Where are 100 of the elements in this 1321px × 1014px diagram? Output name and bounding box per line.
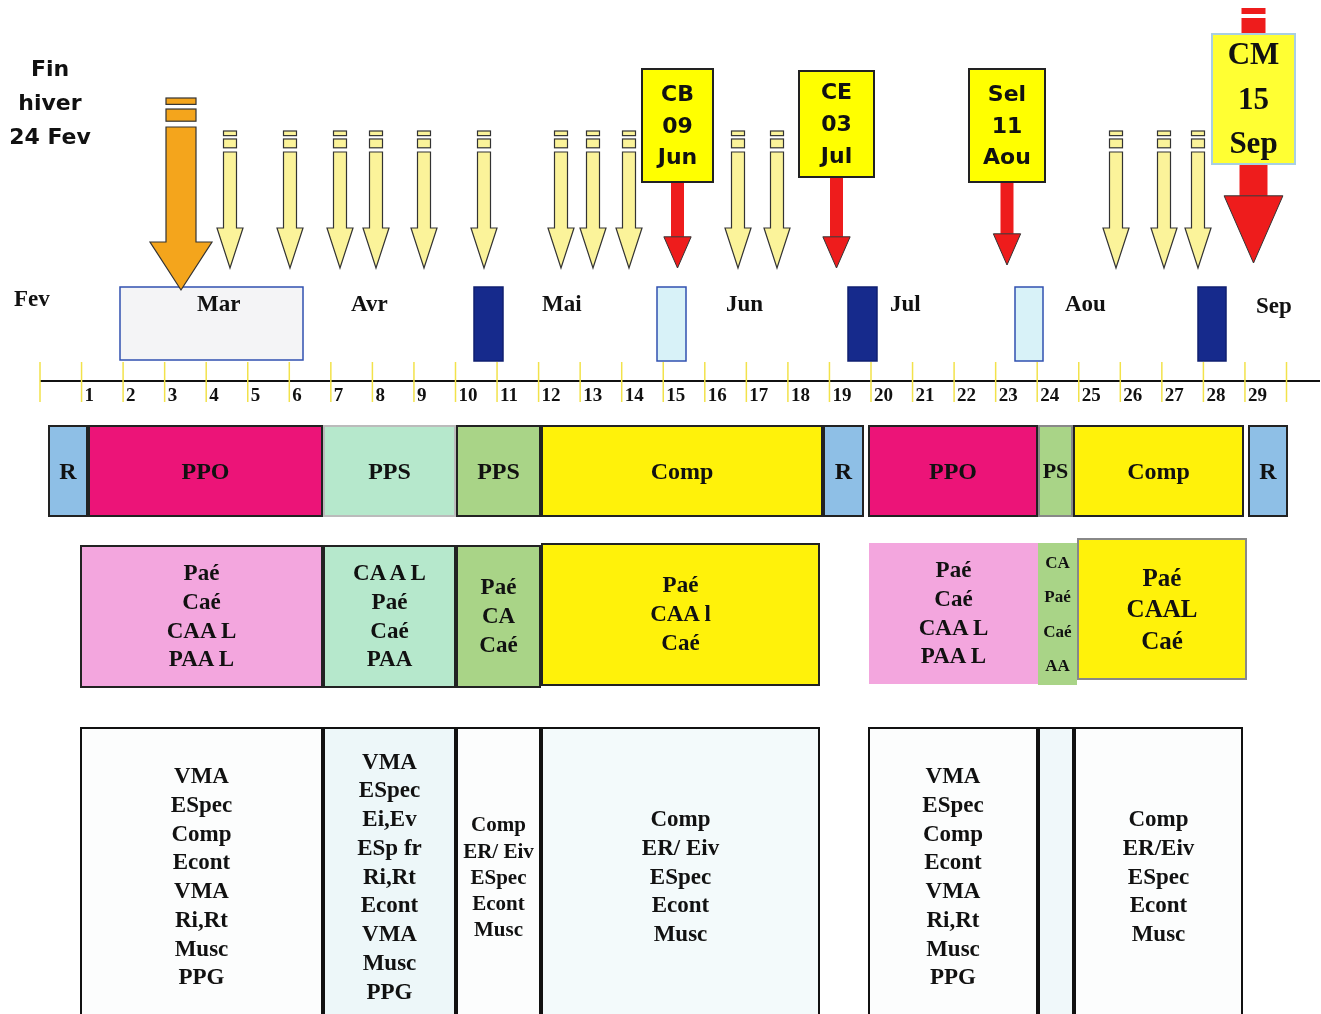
item-label: CAA l bbox=[650, 600, 711, 629]
week-number: 14 bbox=[624, 384, 644, 406]
item-label: VMA bbox=[925, 877, 981, 905]
item-label: Econt bbox=[172, 848, 231, 877]
phase-label: PPO bbox=[929, 457, 977, 486]
content-box bbox=[1077, 538, 1247, 680]
item-label: Caé bbox=[934, 584, 973, 613]
item-label: ESpec bbox=[1127, 862, 1190, 891]
week-number: 29 bbox=[1247, 384, 1267, 406]
week-number: 4 bbox=[209, 384, 219, 406]
event-box bbox=[798, 70, 875, 178]
item-label: CA bbox=[1045, 551, 1070, 573]
week-number: 9 bbox=[416, 384, 427, 406]
phase-bar bbox=[541, 425, 823, 517]
item-label: AA bbox=[1045, 655, 1070, 677]
item-label: Ei,Ev bbox=[362, 805, 417, 834]
item-label: Comp bbox=[1128, 805, 1189, 834]
item-label: Musc bbox=[653, 920, 708, 949]
item-label: PAA L bbox=[920, 642, 987, 671]
item-label: ER/Eiv bbox=[1122, 833, 1195, 862]
item-label: Econt bbox=[1129, 891, 1188, 920]
item-label: ESpec bbox=[922, 790, 984, 819]
event-label: CM 15 Sep bbox=[1226, 34, 1281, 163]
item-label: Ri,Rt bbox=[363, 862, 416, 891]
week-number: 15 bbox=[666, 384, 686, 406]
week-number: 22 bbox=[957, 384, 977, 406]
arrow bbox=[822, 178, 851, 269]
phase-bar bbox=[1038, 425, 1073, 517]
month-label: Aou bbox=[1065, 291, 1106, 317]
item-label: VMA bbox=[174, 762, 229, 790]
week-number: 26 bbox=[1123, 384, 1143, 406]
phase-label: R bbox=[1259, 457, 1277, 486]
week-number: 28 bbox=[1206, 384, 1226, 406]
item-label: PPG bbox=[178, 963, 225, 992]
item-label: Caé bbox=[1043, 620, 1072, 642]
item-label: Caé bbox=[661, 628, 700, 657]
week-number: 16 bbox=[707, 384, 727, 406]
item-label: Econt bbox=[651, 891, 710, 920]
phase-label: PPS bbox=[368, 457, 411, 486]
month-label: Fev bbox=[14, 286, 50, 312]
event-label: CE 03 Jul bbox=[818, 78, 854, 170]
item-label: CA bbox=[481, 602, 516, 631]
phase-bar bbox=[88, 425, 323, 517]
empty-cell bbox=[1038, 727, 1074, 1014]
arrow bbox=[663, 183, 692, 269]
item-label: Caé bbox=[182, 587, 221, 616]
item-label: Comp bbox=[650, 805, 711, 834]
phase-bar bbox=[48, 425, 88, 517]
week-number: 12 bbox=[541, 384, 561, 406]
item-label: ESp fr bbox=[357, 833, 422, 862]
week-number: 10 bbox=[458, 384, 478, 406]
event-label: CB 09 Jun bbox=[655, 79, 699, 172]
arrow bbox=[1223, 165, 1284, 264]
item-label: Musc bbox=[362, 948, 417, 977]
item-label: PAA bbox=[366, 645, 413, 674]
item-label: ER/ Eiv bbox=[641, 833, 720, 862]
item-label: Econt bbox=[472, 890, 525, 917]
item-label: Ri,Rt bbox=[175, 905, 228, 934]
item-label: Econt bbox=[924, 848, 982, 877]
item-label: Caé bbox=[1141, 625, 1183, 656]
phase-label: PPS bbox=[477, 457, 520, 486]
week-number: 11 bbox=[500, 384, 518, 406]
item-label: Comp bbox=[171, 819, 232, 848]
item-label: Caé bbox=[479, 630, 518, 659]
exercise-cell bbox=[1074, 727, 1243, 1014]
item-label: ESpec bbox=[649, 862, 712, 891]
week-number: 24 bbox=[1040, 384, 1060, 406]
week-number: 18 bbox=[790, 384, 810, 406]
week-number: 6 bbox=[292, 384, 302, 406]
event-box bbox=[968, 68, 1046, 183]
exercise-cell bbox=[456, 727, 541, 1014]
exercise-cell bbox=[80, 727, 323, 1014]
week-number: 21 bbox=[915, 384, 935, 406]
phase-bar bbox=[323, 425, 456, 517]
content-box bbox=[456, 545, 541, 688]
week-number: 7 bbox=[333, 384, 344, 406]
item-label: ESpec bbox=[470, 863, 527, 891]
item-label: CAAL bbox=[1126, 594, 1198, 625]
item-label: Paé bbox=[935, 556, 972, 584]
content-box bbox=[541, 543, 820, 686]
phase-bar bbox=[823, 425, 864, 517]
phase-label: Comp bbox=[1127, 457, 1190, 486]
phase-bar bbox=[1073, 425, 1244, 517]
phase-label: PS bbox=[1042, 457, 1069, 485]
month-label: Avr bbox=[351, 291, 388, 317]
item-label: CAA L bbox=[918, 613, 989, 642]
item-label: Comp bbox=[922, 819, 984, 848]
week-number: 17 bbox=[749, 384, 769, 406]
month-label: Jun bbox=[726, 291, 764, 317]
month-label: Mai bbox=[542, 291, 582, 317]
exercise-cell bbox=[323, 727, 456, 1014]
item-label: VMA bbox=[362, 747, 417, 776]
item-label: Comp bbox=[471, 811, 526, 838]
note-text: Fin hiver 24 Fev bbox=[8, 55, 92, 152]
month-label: Jul bbox=[890, 291, 921, 317]
week-number: 25 bbox=[1081, 384, 1101, 406]
arrow bbox=[992, 183, 1022, 266]
phase-label: R bbox=[834, 457, 853, 486]
event-box bbox=[1211, 33, 1296, 165]
item-label: PPG bbox=[930, 963, 976, 992]
